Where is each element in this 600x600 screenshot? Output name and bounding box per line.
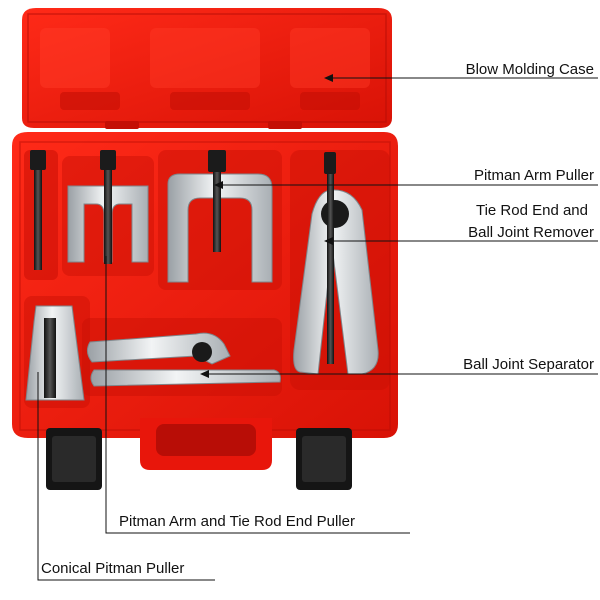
callout-lines (37, 74, 598, 581)
hinge (105, 121, 139, 129)
callout-label-ball-joint-separator: Ball Joint Separator (463, 356, 594, 373)
callout-label-pitman-arm-tie-rod-end-puller: Pitman Arm and Tie Rod End Puller (119, 513, 355, 530)
arrow-icon (200, 370, 209, 378)
callout-label-blow-molding-case: Blow Molding Case (465, 61, 594, 78)
callout-label-conical-pitman-puller: Conical Pitman Puller (41, 560, 185, 577)
callout-label-tie-rod-end-line1: Tie Rod End and (475, 202, 588, 219)
latch-right (296, 428, 352, 490)
pitman-arm-tie-rod-end-puller (67, 150, 149, 264)
hinge (268, 121, 302, 129)
callout-line-conical-pitman-puller (37, 372, 215, 581)
callout-label-tie-rod-end-line2: Ball Joint Remover (468, 224, 594, 241)
conical-pitman-puller (25, 305, 85, 401)
arrow-icon (324, 74, 333, 82)
latch-left (46, 428, 102, 490)
callout-label-pitman-arm-puller: Pitman Arm Puller (473, 167, 594, 184)
arrow-icon (324, 237, 333, 245)
tie-rod-end-ball-joint-remover (293, 152, 379, 375)
arrow-icon (214, 181, 223, 189)
case-lid (22, 8, 392, 128)
callout-line-pitman-arm-tie-rod-end-puller (105, 256, 410, 534)
forcing-bolt (30, 150, 46, 270)
